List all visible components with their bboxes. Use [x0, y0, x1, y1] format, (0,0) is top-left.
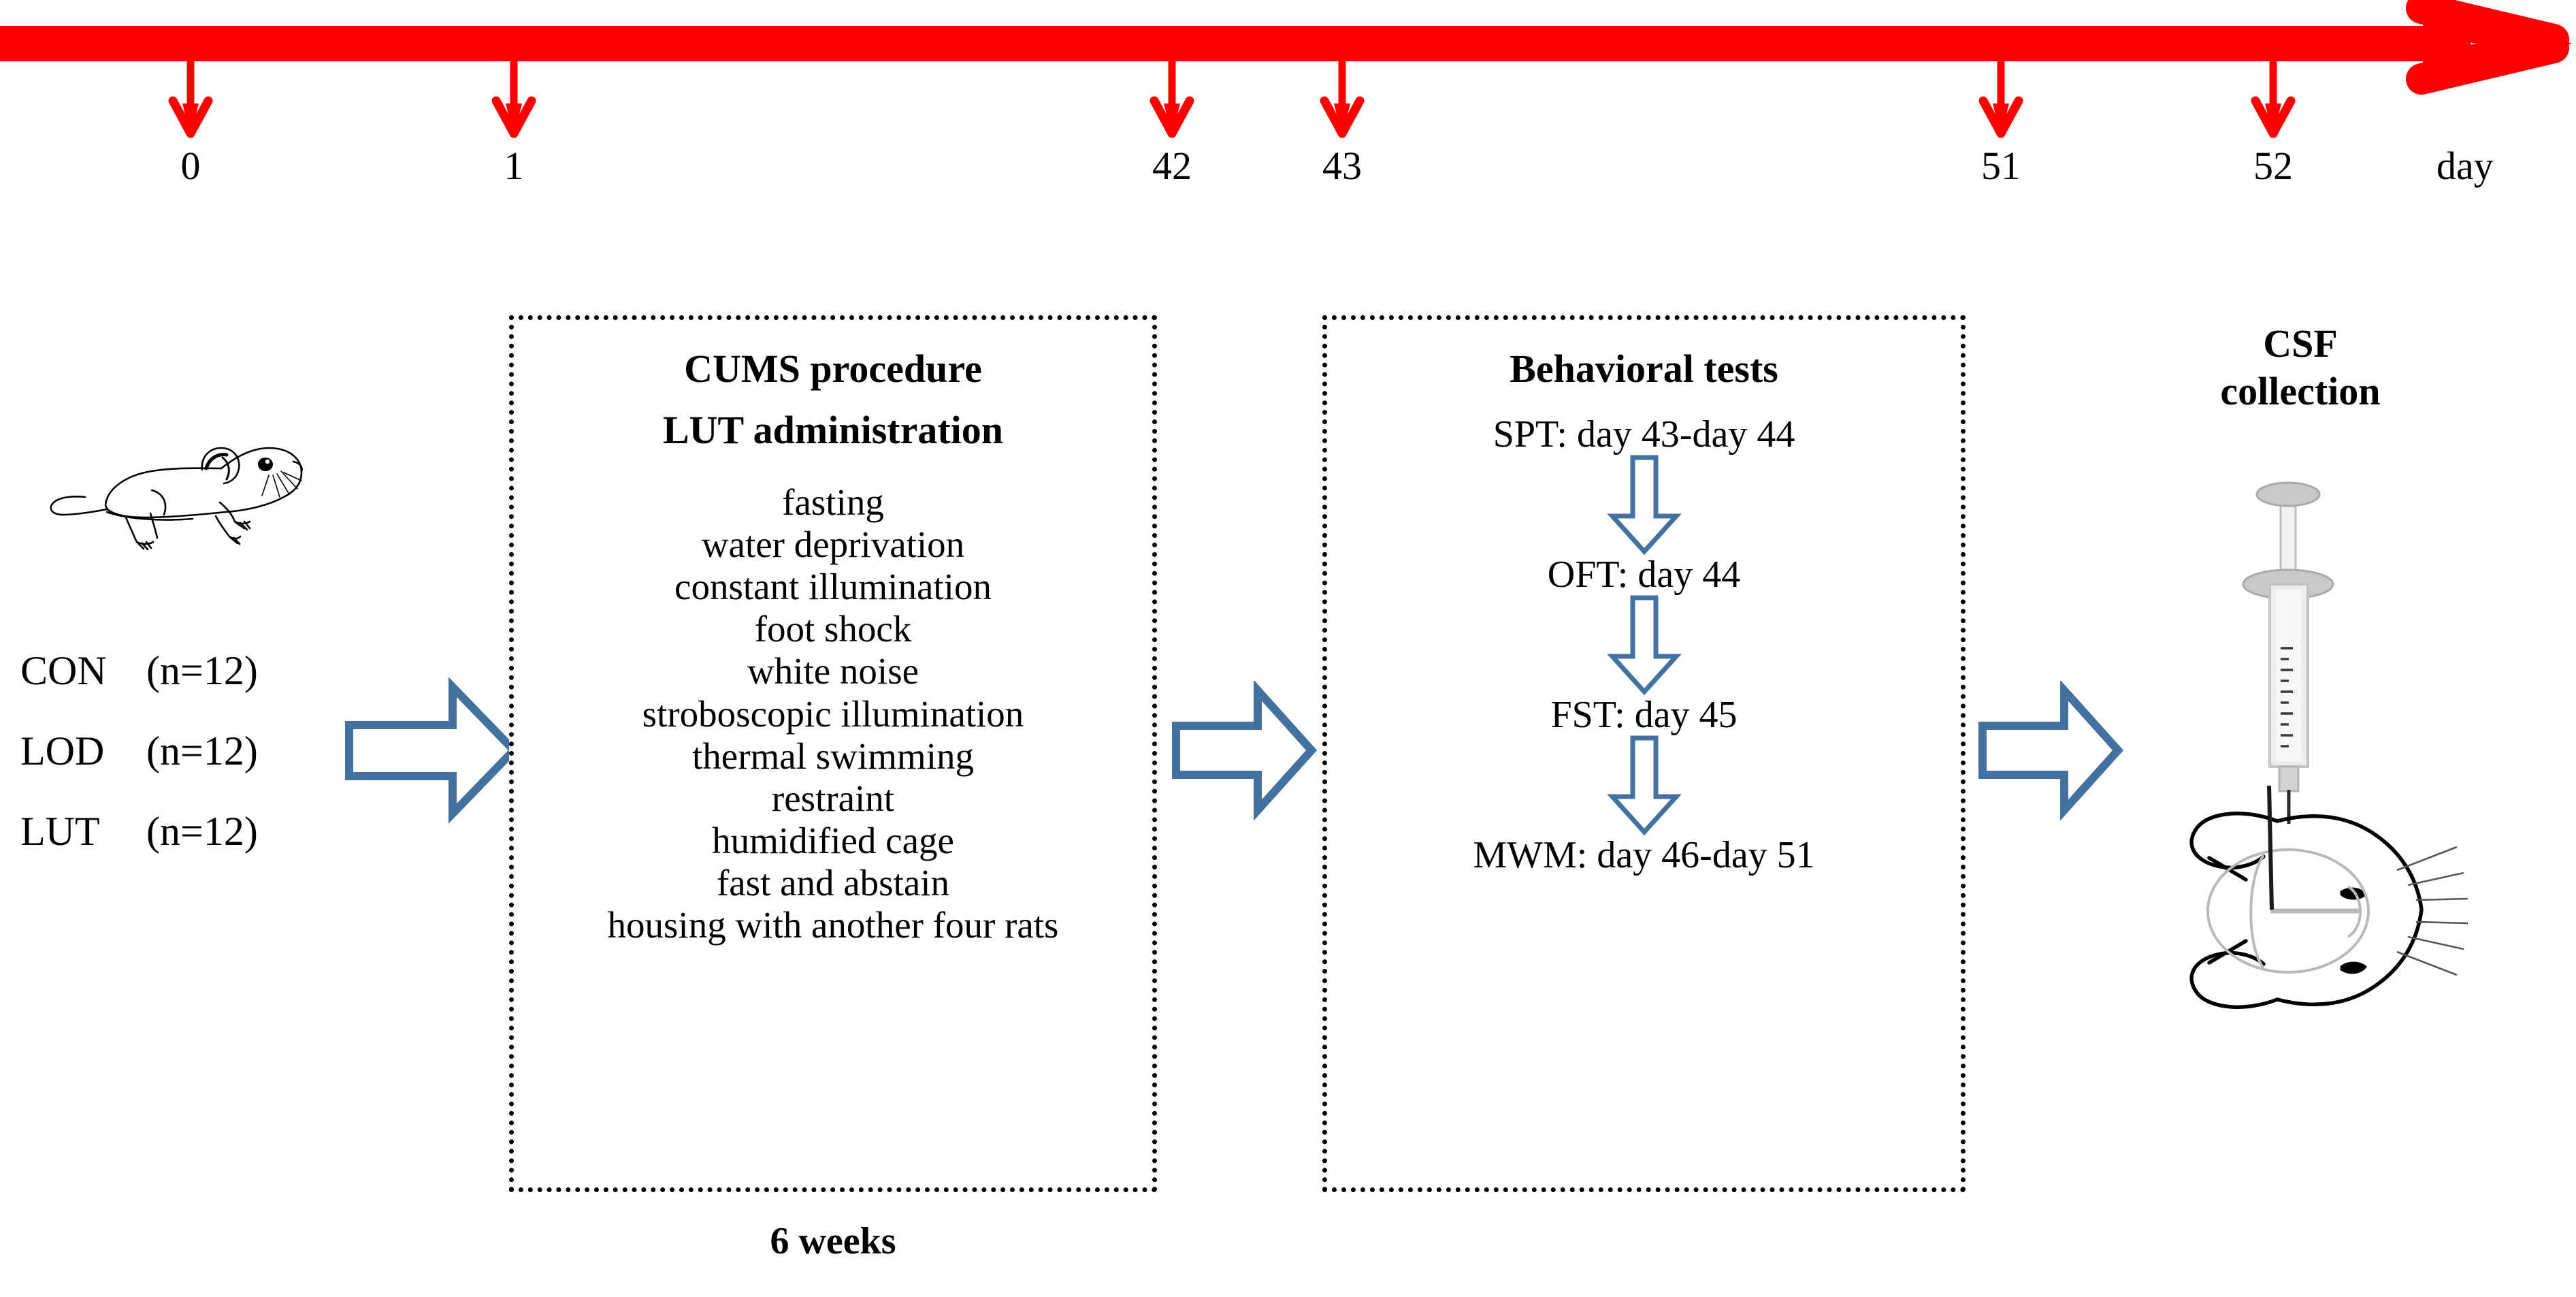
flow-arrow-to-cums	[344, 677, 520, 827]
timeline-unit-label: day	[2436, 144, 2494, 188]
stressor-item: constant illumination	[674, 566, 992, 608]
flow-arrow-to-behavior	[1171, 679, 1318, 824]
behavior-step: OFT: day 44	[1547, 554, 1741, 596]
behavior-step: MWM: day 46-day 51	[1473, 834, 1815, 877]
timeline-tick-label-1: 1	[504, 144, 524, 188]
behavior-step-down-arrow-icon	[1327, 734, 1961, 836]
behavior-step: SPT: day 43-day 44	[1493, 413, 1795, 456]
rat-head-illustration	[2144, 776, 2576, 1072]
csf-label-line-2: collection	[2220, 368, 2381, 413]
timeline-tick-label-0: 0	[180, 144, 201, 188]
stressor-item: water deprivation	[701, 524, 965, 566]
timeline-tick-label-43: 43	[1322, 144, 1362, 188]
stressor-item: humidified cage	[712, 820, 954, 861]
group-name: CON	[20, 648, 107, 693]
timeline-tick-arrow-icon	[491, 60, 536, 138]
behavior-step-sequence: SPT: day 43-day 44 OFT: day 44 FST: day 45…	[1327, 415, 1961, 874]
cums-duration-caption: 6 weeks	[770, 1220, 896, 1262]
behavior-step: FST: day 45	[1550, 694, 1738, 737]
cums-heading-secondary: LUT administration	[662, 408, 1004, 453]
stressor-item: fast and abstain	[716, 862, 950, 904]
timeline-tick-arrow-icon	[1320, 60, 1365, 138]
group-name: LUT	[20, 809, 100, 854]
timeline-tick-label-42: 42	[1152, 144, 1192, 188]
syringe-illustration	[2222, 470, 2372, 827]
timeline-svg	[0, 0, 2573, 138]
timeline-tick-label-52: 52	[2253, 144, 2293, 188]
stressor-item: white noise	[747, 650, 919, 692]
stressor-item: housing with another four rats	[607, 904, 1059, 946]
mouse-illustration	[31, 415, 350, 589]
timeline-tick-arrows	[168, 60, 2296, 138]
behavioral-tests-box: Behavioral tests SPT: day 43-day 44 OFT: …	[1322, 315, 1966, 1192]
timeline-main-arrow-icon	[0, 0, 2573, 95]
behavior-heading: Behavioral tests	[1510, 347, 1778, 391]
group-list: CON (n=12) LOD (n=12) LUT (n=12)	[20, 650, 402, 891]
group-sample-size: (n=12)	[146, 648, 258, 693]
group-sample-size: (n=12)	[146, 728, 258, 773]
timeline-tick-arrow-icon	[2251, 60, 2296, 138]
behavior-step-down-arrow-icon	[1327, 594, 1961, 696]
csf-label-line-1: CSF	[2263, 321, 2338, 366]
timeline: 0 1 42 43 51 52 day	[0, 0, 2576, 204]
stressor-item: stroboscopic illumination	[642, 692, 1024, 735]
stressor-item: foot shock	[754, 608, 912, 650]
csf-collection-label: CSF collection	[2157, 320, 2443, 415]
stressor-item: thermal swimming	[692, 735, 974, 777]
stressor-item: fasting	[782, 481, 884, 523]
timeline-tick-arrow-icon	[168, 60, 213, 138]
group-row-lod: LOD (n=12)	[20, 731, 402, 771]
timeline-tick-arrow-icon	[1978, 60, 2023, 138]
behavior-step-down-arrow-icon	[1327, 453, 1961, 556]
flow-arrow-to-csf	[1977, 679, 2124, 824]
group-row-con: CON (n=12)	[20, 650, 402, 691]
timeline-tick-label-51: 51	[1981, 144, 2021, 188]
cums-heading-primary: CUMS procedure	[684, 347, 982, 391]
cums-procedure-box: CUMS procedure LUT administration fastin…	[509, 315, 1157, 1192]
stressor-item: restraint	[771, 777, 895, 819]
group-name: LOD	[20, 728, 105, 773]
group-row-lut: LUT (n=12)	[20, 811, 402, 852]
group-sample-size: (n=12)	[146, 809, 258, 854]
timeline-tick-arrow-icon	[1150, 60, 1194, 138]
